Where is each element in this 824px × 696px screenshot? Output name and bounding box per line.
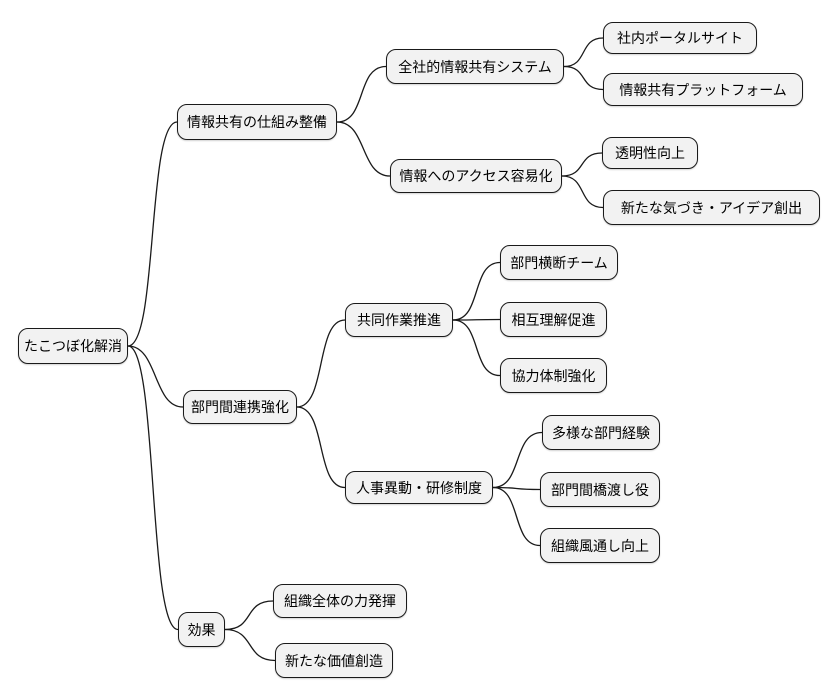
edge-root-n1: [127, 121, 178, 347]
edge-n1a-n1a1: [563, 37, 604, 68]
edge-n2b-n2b3: [492, 486, 541, 547]
edge-n2b-n2b2: [492, 486, 541, 491]
node-full-organizational-power: 組織全体の力発揮: [273, 584, 407, 618]
node-diverse-department-experience: 多様な部門経験: [542, 415, 660, 450]
edge-n2a-n2a2: [452, 318, 501, 321]
edge-root-n2: [127, 345, 184, 408]
node-mutual-understanding: 相互理解促進: [500, 302, 607, 337]
edge-n1b-n1b2: [561, 175, 604, 209]
node-cooperation-structure: 協力体制強化: [500, 358, 607, 393]
node-interdepartmental-collaboration: 部門間連携強化: [183, 390, 297, 424]
node-organizational-openness: 組織風通し向上: [540, 528, 660, 563]
node-effects: 効果: [178, 612, 225, 647]
edge-n2a-n2a3: [452, 319, 501, 377]
node-root-takotsubo-elimination: たこつぼ化解消: [18, 328, 128, 364]
node-interdepartmental-bridge: 部門間橋渡し役: [540, 472, 660, 507]
node-info-sharing-platform: 情報共有プラットフォーム: [603, 73, 803, 106]
edge-n3-n3a: [224, 600, 274, 631]
edge-n1-n1a: [336, 65, 387, 123]
edge-n2-n2a: [296, 319, 346, 408]
node-new-insights-ideas: 新たな気づき・アイデア創出: [603, 190, 820, 225]
edge-root-n3: [127, 345, 179, 631]
node-new-value-creation: 新たな価値創造: [275, 643, 393, 678]
edge-n2b-n2b1: [492, 431, 543, 489]
node-easy-info-access: 情報へのアクセス容易化: [390, 159, 562, 193]
node-joint-work-promotion: 共同作業推進: [345, 303, 453, 337]
edge-n2a-n2a1: [452, 261, 501, 321]
node-cross-department-team: 部門横断チーム: [500, 245, 618, 280]
edge-n1b-n1b1: [561, 152, 603, 177]
edge-n1a-n1a2: [563, 65, 604, 91]
node-transparency-improvement: 透明性向上: [602, 137, 698, 169]
node-internal-portal-site: 社内ポータルサイト: [603, 22, 757, 54]
edge-n1-n1b: [336, 121, 391, 177]
node-personnel-rotation-training: 人事異動・研修制度: [345, 471, 493, 504]
node-companywide-info-system: 全社的情報共有システム: [386, 49, 564, 84]
edge-n2-n2b: [296, 406, 346, 489]
edge-n3-n3b: [224, 628, 276, 662]
node-information-sharing-setup: 情報共有の仕組み整備: [177, 104, 337, 140]
